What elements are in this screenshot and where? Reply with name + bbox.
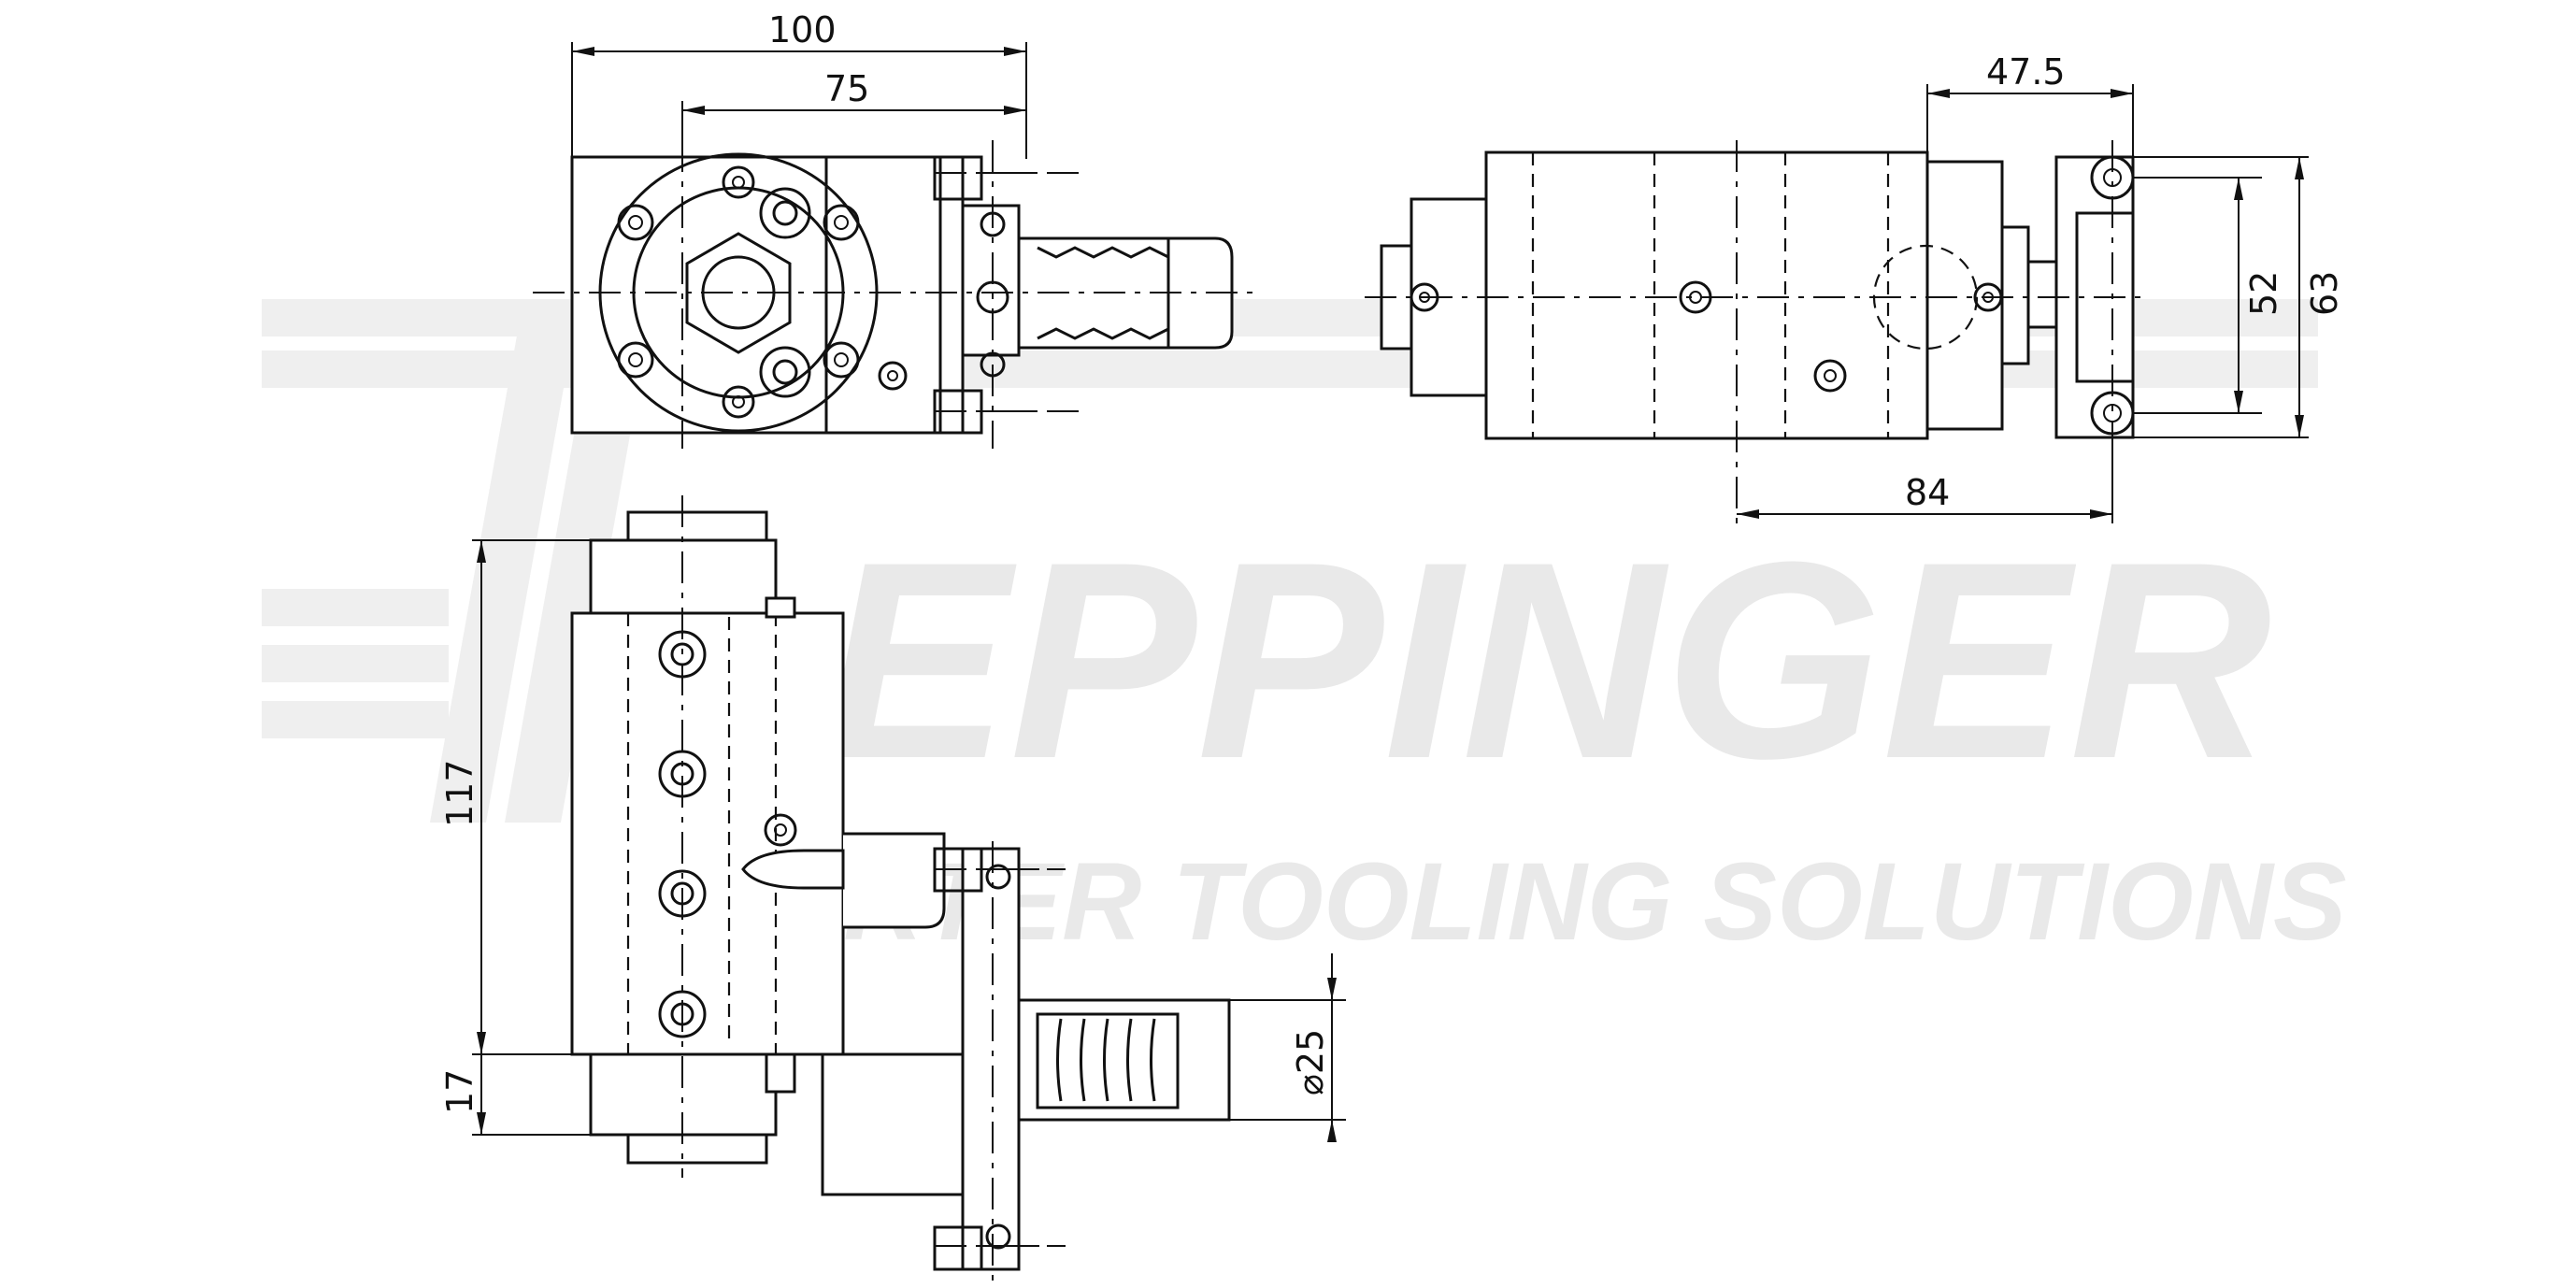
dim-axis-distance: 84 — [1905, 472, 1950, 513]
dim-body-length: 117 — [439, 759, 480, 827]
top-view: 117 17 ⌀25 — [439, 495, 1346, 1281]
dim-height-inner: 52 — [2243, 271, 2284, 316]
dim-flange-length: 17 — [439, 1069, 480, 1114]
dim-width-overall: 100 — [768, 9, 837, 50]
side-view: 47.5 84 52 63 — [1365, 51, 2345, 523]
dim-offset-top: 47.5 — [1986, 51, 2066, 93]
front-view: 100 75 — [533, 9, 1262, 449]
dim-height-outer: 63 — [2304, 271, 2345, 316]
dim-width-to-axis: 75 — [824, 68, 869, 109]
watermark-brand: EPPINGER — [823, 503, 2271, 817]
dim-shank-diameter: ⌀25 — [1290, 1029, 1331, 1095]
